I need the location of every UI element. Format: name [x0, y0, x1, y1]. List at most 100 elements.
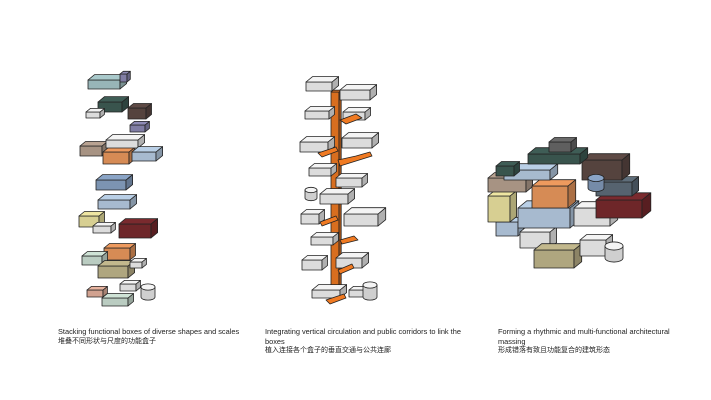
box-volume: [127, 103, 152, 120]
box-volume: [129, 257, 147, 269]
box-front-face: [533, 249, 575, 269]
box-front-face: [495, 221, 519, 237]
box-volume: [300, 209, 325, 225]
stacked-boxes-diagram: [78, 70, 164, 307]
cylinder-top: [587, 173, 605, 182]
box-volume: [97, 194, 138, 210]
cylinder-body: [362, 284, 378, 301]
box-top-face: [129, 121, 150, 126]
box-front-face: [97, 265, 129, 279]
box-top-face: [127, 103, 152, 109]
box-front-face: [595, 199, 643, 219]
caption-massing-zh: 形成错落有致且功能复合的建筑形态: [498, 346, 610, 355]
box-top-face: [335, 252, 370, 259]
box-front-face: [305, 81, 333, 92]
cylinder-volume: [362, 281, 378, 301]
box-volume: [310, 232, 339, 246]
box-volume: [343, 207, 387, 227]
cylinder-body: [604, 245, 624, 263]
box-front-face: [79, 145, 103, 157]
caption-circulation-zh: 植入连接各个盒子的垂直交通与公共连廊: [265, 346, 391, 355]
box-top-face: [103, 243, 136, 249]
box-front-face: [92, 225, 112, 234]
box-front-face: [300, 213, 320, 225]
public-corridor: [325, 293, 347, 305]
box-volume: [305, 76, 340, 92]
box-front-face: [487, 195, 511, 223]
public-corridor: [319, 215, 339, 227]
caption-stacking-zh: 堆叠不同形状与尺度的功能盒子: [58, 336, 156, 345]
box-volume: [97, 260, 136, 279]
box-top-face: [305, 76, 340, 83]
box-top-face: [97, 260, 136, 267]
box-volume: [339, 84, 378, 101]
box-top-face: [92, 221, 116, 227]
public-corridor: [339, 113, 363, 125]
box-volume: [129, 121, 150, 133]
box-top-face: [319, 188, 356, 195]
cylinder-top: [604, 241, 624, 251]
box-front-face: [95, 179, 127, 191]
box-volume: [86, 285, 108, 298]
box-top-face: [105, 134, 146, 141]
box-front-face: [119, 73, 128, 83]
box-front-face: [127, 107, 147, 120]
box-top-face: [343, 207, 387, 215]
box-front-face: [339, 89, 371, 101]
box-top-face: [339, 84, 378, 91]
box-front-face: [119, 283, 137, 292]
box-volume: [105, 134, 146, 149]
box-volume: [119, 279, 141, 292]
box-front-face: [527, 153, 581, 165]
box-volume: [548, 137, 577, 153]
caption-circulation: Integrating vertical circulation and pub…: [265, 327, 465, 356]
box-volume: [335, 252, 370, 269]
box-top-face: [335, 173, 368, 179]
box-front-face: [118, 223, 152, 239]
box-volume: [304, 106, 335, 120]
box-volume: [335, 173, 368, 188]
box-volume: [533, 243, 583, 269]
box-volume: [341, 132, 380, 149]
cylinder-top: [304, 186, 318, 194]
box-front-face: [85, 111, 101, 119]
box-front-face: [319, 193, 349, 205]
box-top-face: [341, 132, 380, 139]
box-front-face: [105, 139, 139, 149]
box-top-face: [95, 174, 134, 181]
box-front-face: [129, 124, 146, 133]
box-front-face: [299, 141, 329, 153]
box-top-face: [101, 293, 134, 299]
box-front-face: [308, 167, 332, 177]
circulation-diagram: [299, 76, 387, 305]
box-top-face: [579, 234, 613, 241]
box-front-face: [579, 239, 607, 257]
box-volume: [531, 179, 577, 209]
box-top-face: [131, 146, 164, 153]
box-volume: [103, 243, 136, 261]
box-volume: [311, 284, 348, 299]
box-top-face: [97, 194, 138, 201]
box-top-face: [301, 255, 328, 261]
cylinder-top: [362, 281, 378, 289]
box-top-face: [79, 141, 108, 147]
box-front-face: [548, 141, 572, 153]
caption-massing: Forming a rhythmic and multi-functional …: [498, 327, 698, 356]
box-top-face: [548, 137, 577, 143]
caption-circulation-en: Integrating vertical circulation and pub…: [265, 327, 461, 346]
box-top-face: [119, 279, 141, 285]
box-front-face: [81, 255, 103, 266]
box-volume: [301, 255, 328, 271]
cylinder-top: [140, 283, 156, 291]
box-top-face: [342, 107, 371, 113]
box-top-face: [78, 211, 105, 217]
box-top-face: [129, 257, 147, 263]
box-front-face: [97, 199, 131, 210]
cylinder-volume: [604, 241, 624, 263]
caption-massing-en: Forming a rhythmic and multi-functional …: [498, 327, 670, 346]
box-front-face: [101, 297, 129, 307]
box-top-face: [311, 284, 348, 291]
box-top-face: [310, 232, 339, 238]
massing-diagram: [487, 137, 652, 269]
box-top-face: [533, 243, 583, 251]
